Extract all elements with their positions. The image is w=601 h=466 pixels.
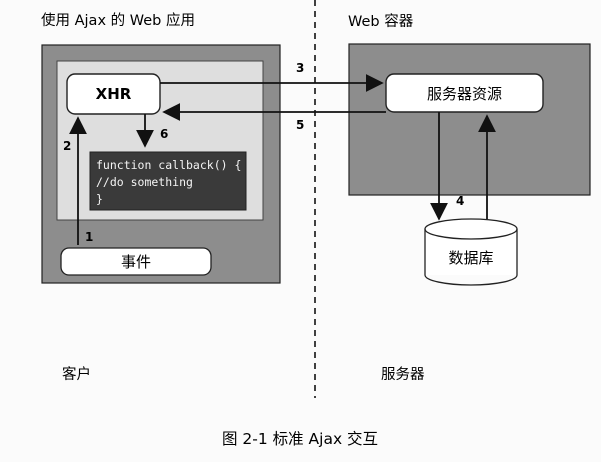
callback-code-line-2: //do something [96,175,193,189]
server-resource-box [385,73,544,113]
left-title: 使用 Ajax 的 Web 应用 [41,11,195,29]
step-label-3: 3 [296,61,304,75]
callback-code-line-1: function callback() { [96,158,241,172]
web-container-panel [348,43,591,196]
server-label: 服务器 [381,366,425,383]
step-label-4: 4 [456,194,464,208]
figure-caption: 图 2-1 标准 Ajax 交互 [222,430,378,448]
step-label-5: 5 [296,118,304,132]
callback-code-block [89,151,247,211]
step-label-1: 1 [85,230,93,244]
right-title: Web 容器 [348,13,414,30]
server-resource-label: 服务器资源 [427,85,502,103]
step-label-6: 6 [160,127,168,141]
xhr-box [66,73,161,115]
database-label: 数据库 [448,249,493,267]
client-label: 客户 [62,366,91,383]
event-label: 事件 [121,253,151,271]
step-label-2: 2 [63,139,71,153]
database-top [424,218,518,240]
callback-code-line-3: } [96,192,103,206]
event-box [60,247,212,276]
xhr-label: XHR [96,85,132,103]
database-sides [424,229,518,286]
